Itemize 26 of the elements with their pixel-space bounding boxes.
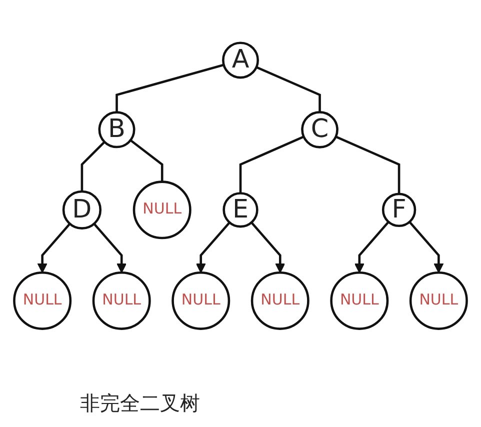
- arrow: [37, 223, 71, 274]
- node-circle: NULL: [132, 180, 192, 240]
- node-circle: NULL: [409, 271, 468, 330]
- node-circle: NULL: [92, 271, 151, 330]
- connector: [130, 139, 164, 182]
- node-circle: NULL: [250, 271, 310, 330]
- node-circle: A: [222, 42, 259, 79]
- node-circle: C: [301, 111, 338, 148]
- node-circle: F: [382, 192, 416, 227]
- node-circle: D: [62, 190, 102, 230]
- connector: [116, 64, 224, 112]
- connector: [256, 66, 321, 112]
- caption: 非完全二叉树: [80, 390, 200, 417]
- arrow: [354, 221, 390, 274]
- arrow: [93, 223, 127, 274]
- node-circle: NULL: [172, 271, 230, 330]
- arrow: [408, 221, 444, 274]
- arrow: [250, 222, 286, 274]
- connector: [80, 141, 106, 192]
- connector: [239, 136, 304, 194]
- connector: [335, 136, 400, 194]
- node-circle: NULL: [13, 271, 72, 330]
- arrow: [196, 222, 230, 274]
- node-circle: B: [98, 111, 136, 148]
- node-circle: E: [222, 192, 258, 228]
- node-circle: NULL: [330, 271, 389, 330]
